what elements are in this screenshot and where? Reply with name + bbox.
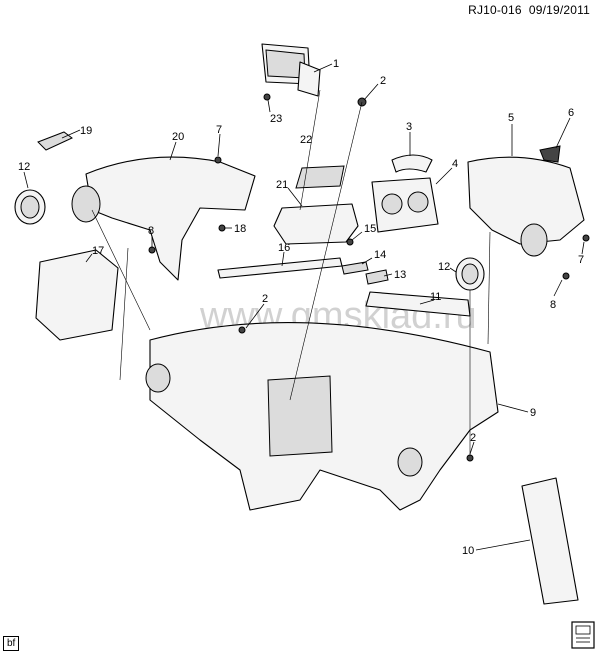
diagram-header: RJ10-016 09/19/2011 bbox=[468, 3, 590, 17]
leader-lines bbox=[23, 63, 585, 551]
part-20-left-cover bbox=[85, 156, 256, 281]
part-14-clip bbox=[341, 261, 369, 275]
part-6-clip bbox=[539, 145, 561, 163]
callout-7-left: 7 bbox=[216, 124, 222, 136]
callout-23: 23 bbox=[270, 113, 282, 125]
callout-7-right: 7 bbox=[578, 254, 584, 266]
part-21-center-bezel bbox=[273, 203, 359, 245]
part-12-right-vent bbox=[455, 257, 485, 291]
callout-8-right: 8 bbox=[550, 299, 556, 311]
diagram-ref: RJ10-016 bbox=[468, 3, 522, 17]
part-7-screw-right bbox=[582, 234, 590, 242]
callout-22: 22 bbox=[300, 134, 312, 146]
part-3-cover bbox=[391, 154, 433, 173]
callout-3: 3 bbox=[406, 121, 412, 133]
part-23-screw bbox=[263, 93, 271, 101]
callout-10: 10 bbox=[462, 545, 474, 557]
callout-17: 17 bbox=[92, 245, 104, 257]
callout-19: 19 bbox=[80, 125, 92, 137]
callout-21: 21 bbox=[276, 179, 288, 191]
callout-20: 20 bbox=[172, 131, 184, 143]
callout-9: 9 bbox=[530, 407, 536, 419]
callout-6: 6 bbox=[568, 107, 574, 119]
corner-label: bf bbox=[3, 636, 20, 651]
callout-12-left: 12 bbox=[18, 161, 30, 173]
part-19-trim bbox=[37, 131, 73, 151]
callout-5: 5 bbox=[508, 112, 514, 124]
part-17-glove-box bbox=[35, 249, 119, 341]
part-9-instrument-panel bbox=[145, 322, 499, 511]
part-2-fastener-left bbox=[238, 326, 246, 334]
part-12-left-vent bbox=[14, 189, 46, 225]
callout-2-left: 2 bbox=[262, 293, 268, 305]
callout-18: 18 bbox=[234, 223, 246, 235]
callout-11: 11 bbox=[430, 291, 441, 303]
part-4-instrument-cluster bbox=[371, 177, 439, 233]
callouts: 1 2 23 19 20 7 22 3 5 6 4 21 12 15 18 8 … bbox=[18, 58, 584, 557]
part-10-side-trim bbox=[521, 477, 579, 605]
diagram-date: 09/19/2011 bbox=[528, 3, 590, 17]
part-22-bezel bbox=[295, 165, 345, 189]
book-icon bbox=[571, 621, 595, 649]
callout-2-top: 2 bbox=[380, 75, 386, 87]
callout-12-right: 12 bbox=[438, 261, 450, 273]
assembly-lines bbox=[91, 89, 491, 456]
callout-16: 16 bbox=[278, 242, 290, 254]
callout-13: 13 bbox=[394, 269, 406, 281]
callout-14: 14 bbox=[374, 249, 386, 261]
callout-1: 1 bbox=[333, 58, 339, 70]
callout-15: 15 bbox=[364, 223, 376, 235]
part-7-screw bbox=[214, 156, 222, 164]
callout-8-left: 8 bbox=[148, 225, 154, 237]
part-1-display-housing bbox=[261, 43, 321, 97]
part-8-screw-right bbox=[562, 272, 570, 280]
part-13-clip bbox=[365, 269, 389, 285]
callout-2-right: 2 bbox=[470, 432, 476, 444]
part-15-screw bbox=[346, 238, 354, 246]
callout-4: 4 bbox=[452, 158, 458, 170]
